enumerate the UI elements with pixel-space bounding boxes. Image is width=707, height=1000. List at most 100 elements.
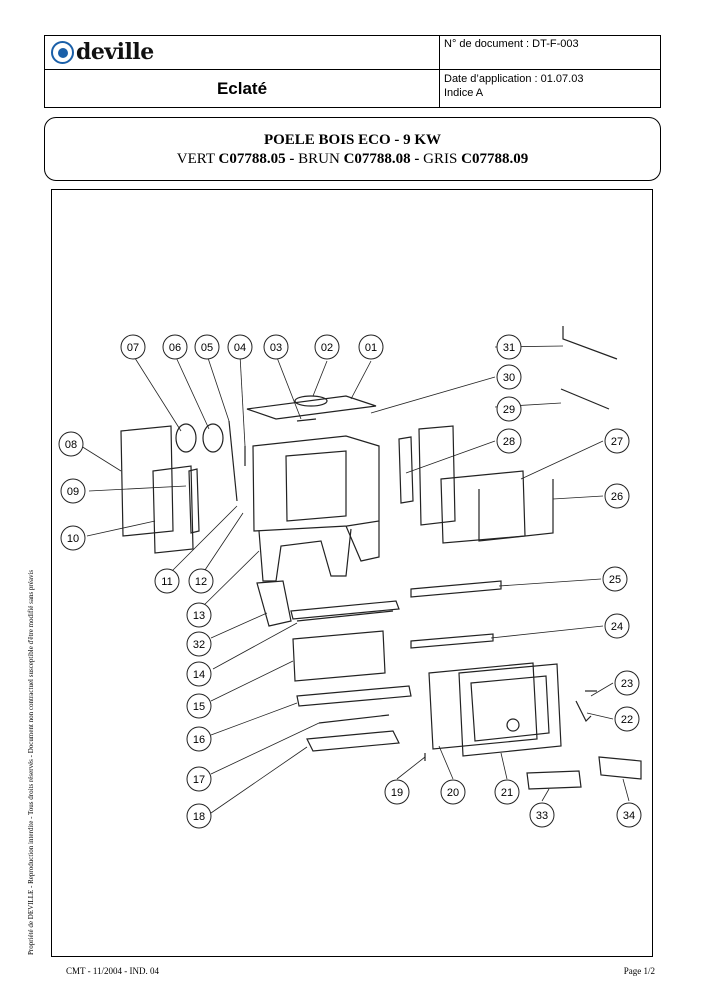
callout-20: 20 [440,779,466,805]
part-plate-15 [292,630,386,682]
callout-label: 24 [611,621,623,633]
callout-label: 18 [193,811,205,823]
index: Indice A [444,87,484,99]
callout-label: 03 [270,342,282,354]
callout-24: 24 [604,613,630,639]
part-bar-14 [296,610,394,622]
part-top-plate [246,395,377,420]
callout-label: 28 [503,436,515,448]
part-deflector-13 [256,580,292,627]
callout-label: 31 [503,342,515,354]
callout-label: 14 [193,669,205,681]
callout-23: 23 [614,670,640,696]
callout-label: 07 [127,342,139,354]
callout-22: 22 [614,706,640,732]
callout-label: 09 [67,486,79,498]
part-legs-front [258,528,352,582]
flame-drop-icon [51,40,74,64]
callout-01: 01 [358,334,384,360]
vert-code: C07788.05 [218,151,286,167]
callout-12: 12 [188,568,214,594]
leader-lines [80,345,630,814]
callout-27: 27 [604,428,630,454]
part-handle-26 [478,479,554,542]
callout-26: 26 [604,483,630,509]
part-bar-25 [410,580,502,598]
part-rod-17 [318,714,390,724]
logo-text: deville [76,39,154,65]
callout-28: 28 [496,428,522,454]
part-bracket-33 [526,770,582,790]
logo-cell: deville [45,36,440,70]
callout-label: 22 [621,714,633,726]
part-side-panel-left [120,425,174,537]
footer-page-number: Page 1/2 [623,966,655,976]
part-bracket-34 [598,756,642,780]
product-title-box: POELE BOIS ECO - 9 KW VERT C07788.05 - B… [44,117,661,181]
part-door-21 [458,663,562,757]
part-firebox-opening [285,450,347,522]
callout-label: 12 [195,576,207,588]
part-ring-06 [202,423,224,453]
callout-label: 11 [161,576,172,588]
part-door-frame-20 [428,662,538,750]
callout-label: 21 [501,787,513,799]
callout-17: 17 [186,766,212,792]
gris-code: C07788.09 [461,151,529,167]
exploded-view-diagram: 07 06 05 04 03 02 01 08 09 10 11 12 13 3… [58,326,642,829]
callout-25: 25 [602,566,628,592]
callout-29: 29 [496,396,522,422]
callout-label: 08 [65,439,77,451]
callout-04: 04 [227,334,253,360]
part-back-strip [398,436,414,504]
part-ring-07 [175,423,197,453]
application-date: Date d’application : 01.07.03 [444,73,584,85]
part-bar-24 [410,633,494,649]
callout-label: 25 [609,574,621,586]
part-side-sheet [152,465,194,554]
callout-30: 30 [496,364,522,390]
doc-dates: Date d’application : 01.07.03 Indice A [440,70,660,107]
callout-07: 07 [120,334,146,360]
callout-05: 05 [194,334,220,360]
part-door-glass [470,675,550,742]
callout-label: 29 [503,404,515,416]
part-strip [188,468,200,534]
callout-09: 09 [60,478,86,504]
callout-label: 10 [67,533,79,545]
part-bar-32 [290,600,400,620]
callout-06: 06 [162,334,188,360]
part-rod-31 [562,326,618,360]
callout-label: 32 [193,639,205,651]
callout-10: 10 [60,525,86,551]
part-back-panel [418,425,456,526]
callout-02: 02 [314,334,340,360]
callout-label: 02 [321,342,333,354]
callout-label: 34 [623,810,635,822]
callout-34: 34 [616,802,642,828]
doc-number: N° de document : DT-F-003 [440,36,660,70]
footer-revision: CMT - 11/2004 - IND. 04 [66,966,159,976]
vert-label: VERT [176,151,219,167]
doc-title: Eclaté [45,70,440,107]
callout-08: 08 [58,431,84,457]
copyright-note: Propriété de DEVILLE - Reproduction inte… [27,569,35,955]
sep-1: - [285,151,299,167]
callout-label: 19 [391,787,403,799]
product-title: POELE BOIS ECO - 9 KW [263,132,442,148]
callout-label: 26 [611,491,623,503]
part-gasket-03 [296,418,317,422]
callout-31: 31 [496,334,522,360]
callout-13: 13 [186,602,212,628]
deville-logo: deville [51,39,154,65]
callout-33: 33 [529,802,555,828]
stove-parts [120,326,642,790]
header-table: deville Eclaté N° de document : DT-F-003… [44,35,661,108]
callout-label: 04 [234,342,246,354]
callout-19: 19 [384,779,410,805]
part-rod-05 [228,420,238,502]
callout-label: 06 [169,342,181,354]
part-legs-side [345,521,380,562]
callout-label: 33 [536,810,548,822]
part-handle-22 [575,700,592,723]
